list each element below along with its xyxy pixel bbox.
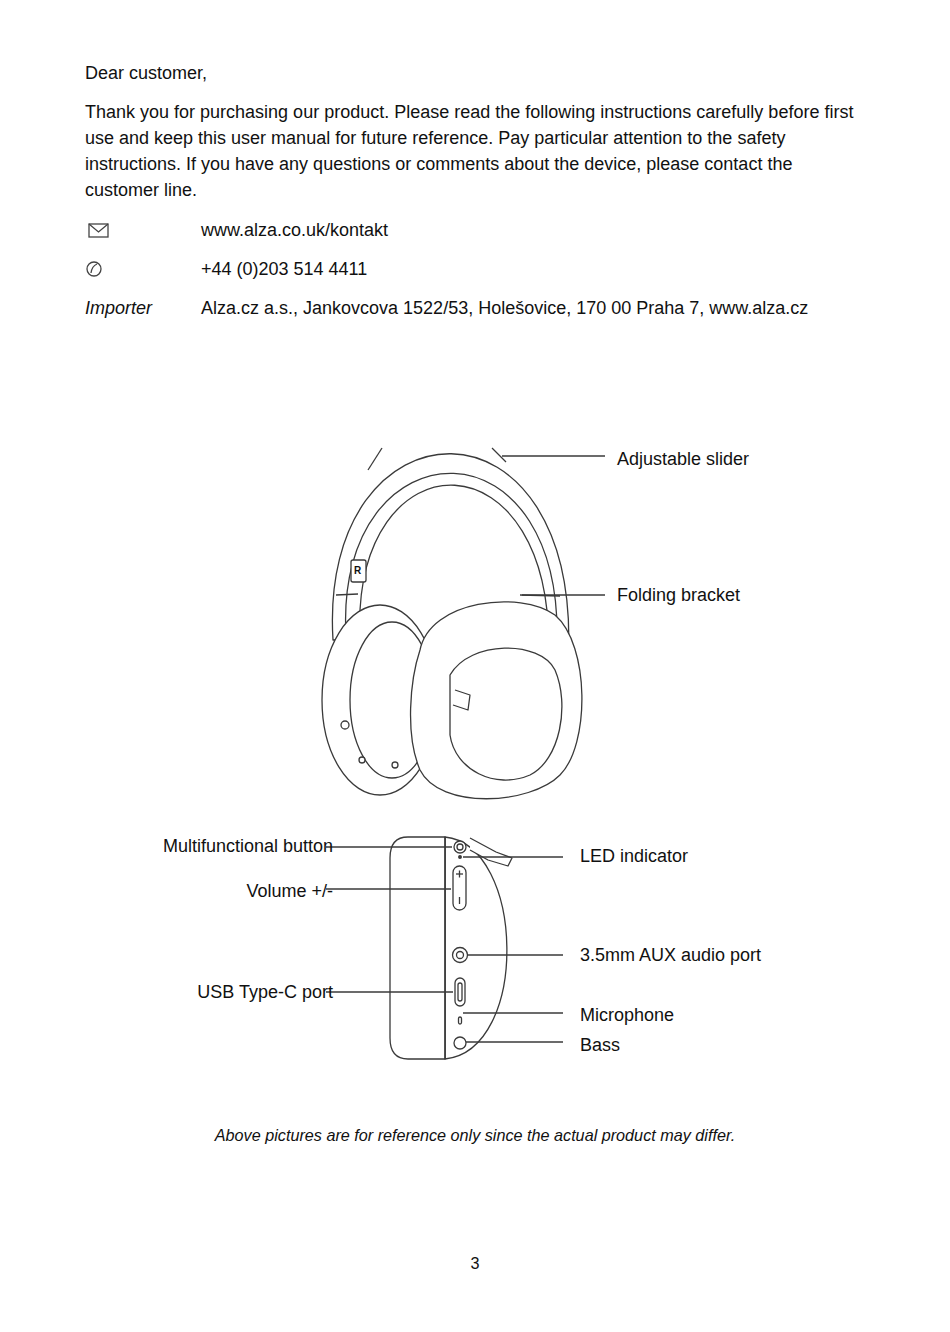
- housing-edge: [444, 837, 445, 1059]
- leader-line: [326, 846, 452, 847]
- left-button: [341, 721, 349, 729]
- folding-hinge: [470, 838, 512, 866]
- greeting: Dear customer,: [85, 60, 207, 86]
- leader-line: [463, 856, 563, 857]
- part-label: Multifunctional button: [163, 833, 333, 859]
- right-earcup: [411, 602, 582, 799]
- leader-line: [468, 954, 563, 955]
- envelope-icon: [89, 224, 108, 237]
- right-cup-plate: [450, 648, 562, 780]
- part-label: LED indicator: [580, 843, 688, 869]
- volume-rocker: [453, 866, 466, 910]
- left-port: [392, 762, 398, 768]
- ear-pad: [445, 837, 507, 1059]
- earcup-housing: [390, 837, 445, 1059]
- leader-line: [463, 1012, 563, 1013]
- slider-line: [368, 448, 382, 470]
- leader-line: [522, 594, 605, 595]
- slider-line: [492, 448, 506, 462]
- page-number: 3: [0, 1250, 950, 1276]
- part-label: Adjustable slider: [617, 446, 749, 472]
- part-label: Volume +/-: [246, 878, 333, 904]
- bass-button: [454, 1037, 466, 1049]
- minus-sign: [459, 897, 460, 904]
- figure-caption: Above pictures are for reference only si…: [0, 1122, 950, 1148]
- bracket-line: [336, 594, 358, 595]
- part-label: Folding bracket: [617, 582, 740, 608]
- leader-line: [466, 1041, 563, 1042]
- phone-handset: [91, 264, 97, 273]
- plus-sign: [459, 871, 460, 878]
- headphones-side: [326, 837, 563, 1059]
- button-center: [457, 844, 463, 850]
- r-tag: [351, 560, 366, 582]
- led-dot: [459, 856, 462, 859]
- part-label: 3.5mm AUX audio port: [580, 942, 761, 968]
- phone-icon: [87, 262, 101, 276]
- leader-line: [502, 455, 605, 456]
- importer-address: Alza.cz a.s., Jankovcova 1522/53, Holešo…: [201, 295, 808, 321]
- side-marker: R: [354, 565, 361, 577]
- part-label: USB Type-C port: [197, 979, 333, 1005]
- part-label: Microphone: [580, 1002, 674, 1028]
- contact-phone: +44 (0)203 514 4411: [201, 256, 367, 282]
- contact-icons: [87, 224, 108, 276]
- contact-web: www.alza.co.uk/kontakt: [201, 217, 388, 243]
- usb-c-port: [455, 978, 465, 1006]
- right-cup-detail: [453, 690, 470, 710]
- aux-hole: [457, 952, 464, 959]
- leader-line: [326, 991, 453, 992]
- part-label: Bass: [580, 1032, 620, 1058]
- envelope-flap: [89, 224, 108, 232]
- intro-paragraph: Thank you for purchasing our product. Pl…: [85, 99, 855, 203]
- left-port: [359, 757, 365, 763]
- usb-c-slot: [458, 983, 462, 1001]
- multifunction-button: [454, 841, 466, 853]
- aux-port: [453, 948, 468, 963]
- leader-line: [326, 888, 451, 889]
- headphones-front: [322, 448, 605, 799]
- microphone-hole: [459, 1017, 462, 1024]
- importer-heading: Importer: [85, 295, 152, 321]
